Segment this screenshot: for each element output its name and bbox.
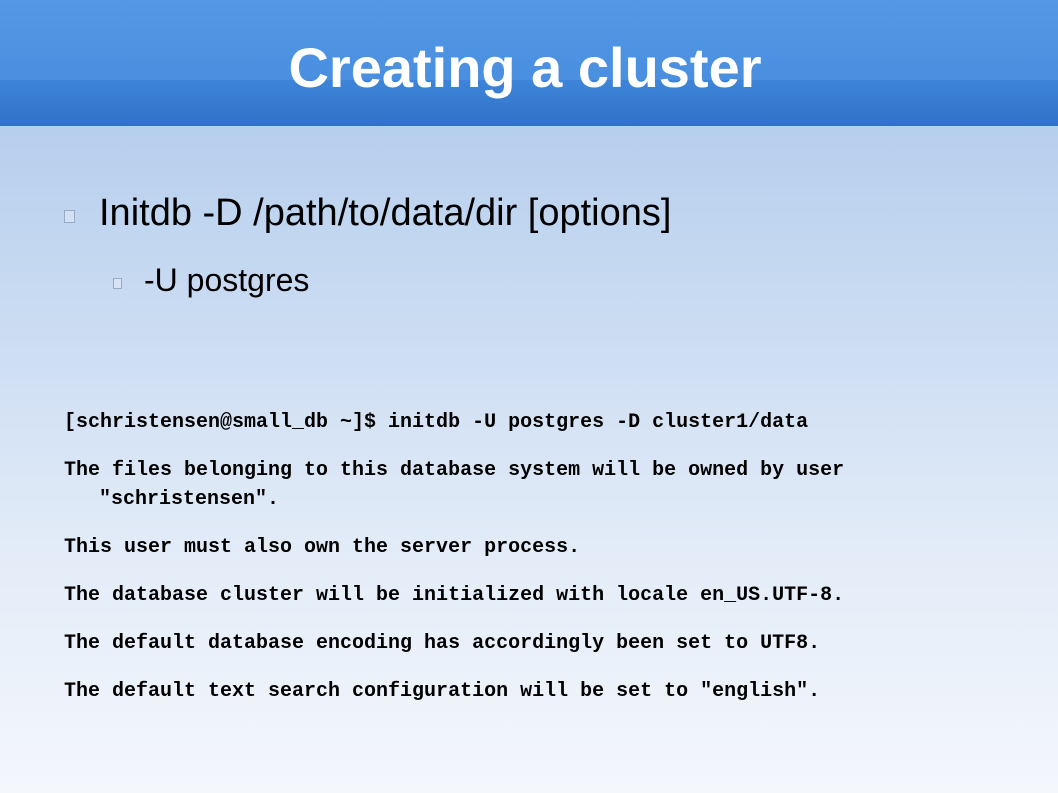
- slide-title: Creating a cluster: [288, 36, 762, 99]
- terminal-output-line: This user must also own the server proce…: [64, 536, 581, 559]
- bullet-text: Initdb -D /path/to/data/dir [options]: [99, 192, 672, 234]
- title-bar-highlight: [0, 0, 1058, 80]
- terminal-output-line: The default database encoding has accord…: [64, 632, 821, 655]
- bullet-square-icon: [113, 277, 122, 289]
- bullet-text: -U postgres: [144, 262, 310, 298]
- bullet-item-initdb: Initdb -D /path/to/data/dir [options]: [64, 189, 671, 237]
- terminal-command-line: [schristensen@small_db ~]$ initdb -U pos…: [64, 411, 809, 434]
- terminal-output: [schristensen@small_db ~]$ initdb -U pos…: [64, 408, 1024, 725]
- terminal-output-line: The database cluster will be initialized…: [64, 584, 845, 607]
- bullet-square-icon: [64, 209, 75, 223]
- bullet-item-user-option: -U postgres: [113, 260, 309, 300]
- title-bar: [0, 0, 1058, 126]
- terminal-output-line: The files belonging to this database sys…: [64, 459, 845, 511]
- terminal-output-line: The default text search configuration wi…: [64, 680, 821, 703]
